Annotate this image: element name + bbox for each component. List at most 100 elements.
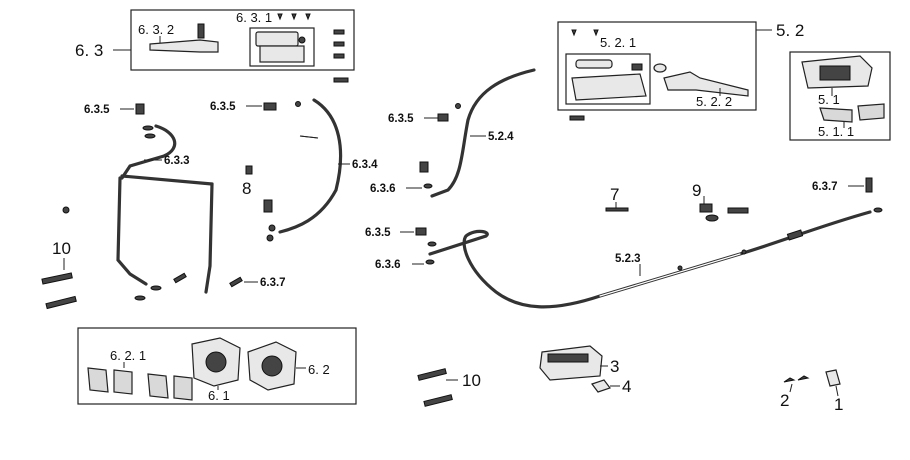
group-6-3: 6. 3 6. 3. 2 6. 3. 1 (75, 9, 355, 71)
label-6-3-7-a: 6.3.7 (260, 277, 286, 289)
label-4: 4 (622, 377, 631, 396)
lever-pivot (653, 63, 667, 73)
pin-7 (605, 207, 629, 212)
group-6-1-6-2: 6. 2. 1 6. 1 6. 2 (77, 327, 357, 405)
front-brake-pad (173, 375, 193, 401)
bolt-icon (333, 77, 349, 83)
label-6-3-2: 6. 3. 2 (138, 22, 174, 37)
banjo-bolt (135, 103, 145, 115)
washer (873, 207, 883, 213)
label-5-2-1: 5. 2. 1 (600, 35, 636, 50)
parts-1-2: 2 1 (780, 369, 843, 414)
front-brake-pad (87, 367, 109, 393)
clip-2 (783, 377, 796, 383)
screw-icon (593, 29, 599, 37)
washer (144, 133, 156, 139)
washer (425, 259, 435, 265)
hose-fitting (786, 229, 804, 241)
bolt-icon (263, 199, 273, 213)
bolt-8 (245, 165, 253, 175)
small-pin (299, 135, 319, 139)
group-5-1: 5. 1 5. 1. 1 (789, 51, 891, 141)
label-2: 2 (780, 391, 789, 410)
label-10-a: 10 (52, 239, 71, 258)
label-1: 1 (834, 395, 843, 414)
box-6-3 (130, 9, 355, 71)
leader-2 (789, 383, 793, 393)
washer (134, 295, 146, 301)
group-5-2: 5. 2 5. 2. 1 5. 2. 2 (557, 21, 804, 111)
washer (423, 183, 433, 189)
screw-icon (305, 13, 311, 21)
bolt-icon (333, 53, 345, 59)
label-5-1: 5. 1 (818, 92, 840, 107)
gasket-4 (591, 379, 611, 393)
washer (455, 103, 461, 109)
hose-right-down (204, 182, 214, 294)
washer (427, 241, 437, 247)
label-5-2-2: 5. 2. 2 (696, 94, 732, 109)
front-brake-pad (147, 373, 169, 399)
label-6-3-6-a: 6.3.6 (370, 183, 396, 195)
label-6-3-5-b: 6.3.5 (210, 101, 236, 113)
bolt-9 (699, 203, 713, 213)
washer (268, 224, 276, 232)
hose-5-2-4 (430, 68, 536, 198)
hose-5-2-3 (428, 210, 872, 309)
module-detail (547, 353, 589, 363)
bolt-icon (173, 272, 187, 284)
label-5-2-3: 5.2.3 (615, 253, 641, 265)
bolt-icon (333, 29, 345, 35)
label-6-3-5-a: 6.3.5 (84, 104, 110, 116)
screw-icon (571, 29, 577, 37)
label-7: 7 (610, 185, 619, 204)
hose-6-3-4 (278, 98, 343, 234)
brake-lever-front (149, 39, 219, 53)
hose-group-6-3-4: 6.3.5 6.3.4 8 (210, 98, 378, 242)
washer (295, 101, 301, 107)
bolt-icon (569, 115, 585, 121)
nut-icon (62, 206, 70, 214)
mounting-bolt (41, 272, 73, 285)
label-6-1: 6. 1 (208, 388, 230, 403)
parts-7-9: 7 9 (605, 181, 749, 222)
washer (150, 285, 162, 291)
master-cylinder-body (259, 45, 305, 63)
bolt-9-long (727, 207, 749, 214)
label-5-2-4: 5.2.4 (488, 131, 514, 143)
label-6-3-7-b: 6.3.7 (812, 181, 838, 193)
box-5-1 (789, 51, 891, 141)
rear-brake-pad (857, 103, 885, 121)
screw-icon (298, 36, 306, 44)
hose-highlight (599, 253, 741, 297)
label-8: 8 (242, 179, 251, 198)
lever-bolt (197, 23, 205, 39)
washer (266, 234, 274, 242)
front-left-hoses: 6.3.5 6.3.3 6.3.7 (62, 103, 286, 301)
mounting-bolt (423, 394, 453, 407)
clip-2 (797, 375, 810, 381)
label-6-3-3: 6.3.3 (164, 155, 190, 167)
hose-group-5-2-4: 6.3.5 5.2.4 6.3.6 6.3.5 6.3.6 (365, 68, 536, 271)
caliper-piston (205, 351, 227, 373)
bolts-10-mid: 10 (417, 368, 481, 407)
label-6-3-1: 6. 3. 1 (236, 10, 272, 25)
label-6-3-5-d: 6.3.5 (365, 227, 391, 239)
brake-lever-rear (663, 71, 749, 97)
bolt-icon (631, 63, 643, 71)
hose-cross (120, 174, 214, 186)
label-6-2: 6. 2 (308, 362, 330, 377)
mounting-bolt (45, 295, 77, 310)
label-3: 3 (610, 357, 619, 376)
banjo-bolt (437, 113, 449, 122)
label-10-b: 10 (462, 371, 481, 390)
washer (705, 214, 719, 222)
hose-6-3-3 (120, 124, 177, 180)
caliper-piston (819, 65, 851, 81)
banjo-bolt (263, 102, 277, 111)
bracket-1 (825, 369, 841, 387)
bolt-icon (229, 276, 243, 288)
label-6-3-6-b: 6.3.6 (375, 259, 401, 271)
screw-icon (291, 13, 297, 21)
label-6-3: 6. 3 (75, 41, 103, 60)
